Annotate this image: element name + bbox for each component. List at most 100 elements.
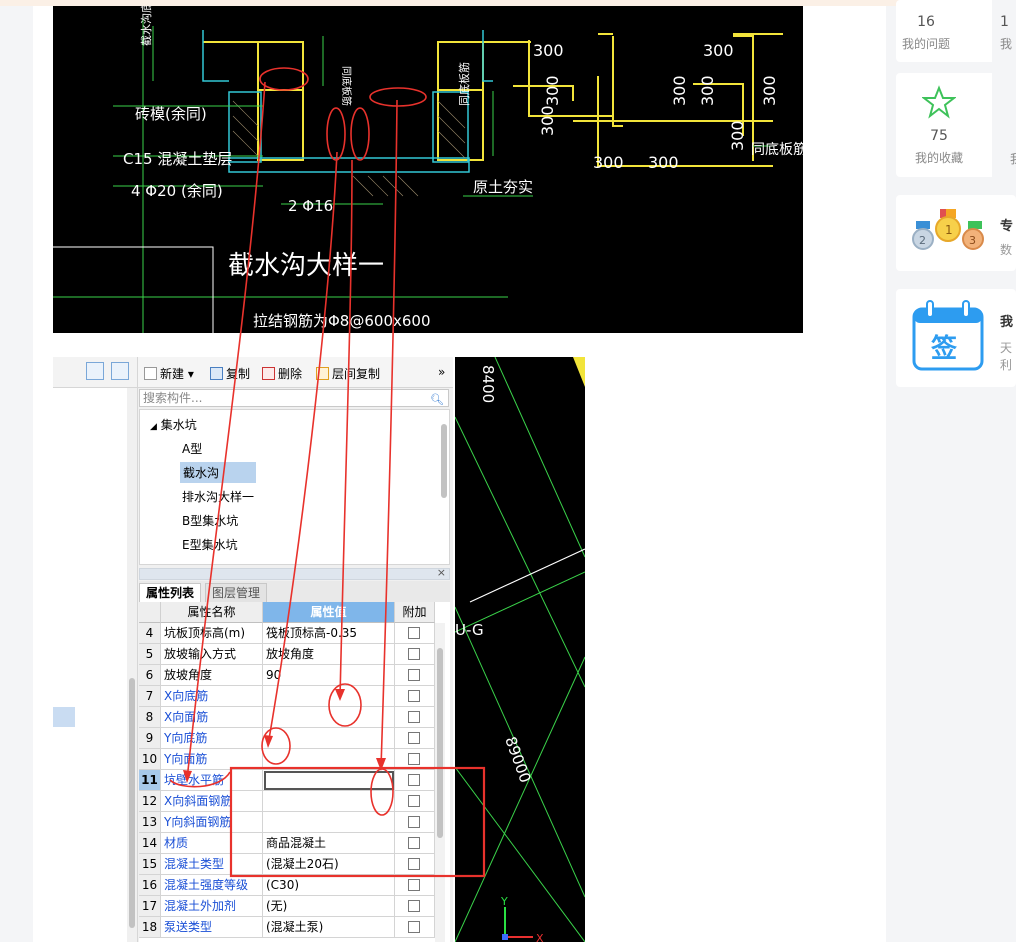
property-name: 坑板顶标高(m) xyxy=(161,623,263,644)
cad-dim-5: 300 xyxy=(543,75,562,106)
favorites-count: 75 xyxy=(930,128,948,144)
expert-card[interactable]: 2 1 3 专 数 xyxy=(896,195,1016,271)
cad-label-concrete-pad: C15 混凝土垫层 xyxy=(123,150,232,168)
property-value[interactable]: (混凝土20石) xyxy=(263,854,395,875)
attach-checkbox[interactable] xyxy=(408,921,420,933)
property-value[interactable] xyxy=(263,791,395,812)
attach-checkbox[interactable] xyxy=(408,711,420,723)
collapse-icon[interactable]: ◢ xyxy=(150,422,157,432)
calendar-sign-icon: 签 xyxy=(911,299,985,373)
card-gap xyxy=(992,73,1016,177)
search-icon[interactable]: 🔍︎ xyxy=(430,393,444,406)
tab-property-list[interactable]: 属性列表 xyxy=(139,583,202,602)
attach-checkbox[interactable] xyxy=(408,795,420,807)
cad-detail-image: 砖模(余同) C15 混凝土垫层 4 Φ20 (余同) 2 Φ16 原土夯实 截… xyxy=(53,6,803,333)
attach-checkbox[interactable] xyxy=(408,648,420,660)
grid-scroll-thumb[interactable] xyxy=(437,648,443,838)
property-value[interactable] xyxy=(263,686,395,707)
property-value[interactable]: 90 xyxy=(263,665,395,686)
property-value[interactable]: 商品混凝土 xyxy=(263,833,395,854)
attach-checkbox[interactable] xyxy=(408,669,420,681)
row-number: 14 xyxy=(139,833,161,854)
search-input[interactable]: 搜索构件... 🔍︎ xyxy=(139,389,449,407)
property-name: X向面筋 xyxy=(161,707,263,728)
property-value[interactable] xyxy=(263,707,395,728)
copy-icon xyxy=(210,367,223,380)
tree-item[interactable]: B型集水坑 xyxy=(182,514,239,528)
property-value[interactable] xyxy=(263,770,395,791)
left-scrollbar[interactable] xyxy=(127,388,137,942)
tab-layer-management[interactable]: 图层管理 xyxy=(205,583,268,602)
new-button[interactable]: 新建 ▾ xyxy=(144,365,194,382)
property-value[interactable]: (混凝土泵) xyxy=(263,917,395,938)
tree-item[interactable]: A型 xyxy=(182,442,203,456)
property-value[interactable]: (C30) xyxy=(263,875,395,896)
tree-scroll-thumb[interactable] xyxy=(441,424,447,498)
attach-checkbox[interactable] xyxy=(408,753,420,765)
fav-right-label[interactable]: 我 xyxy=(1010,150,1016,167)
cad-dim-9: 300 xyxy=(760,75,779,106)
property-value[interactable] xyxy=(263,728,395,749)
questions-label: 我的问题 xyxy=(901,37,950,51)
panel-splitter[interactable]: × xyxy=(139,566,450,580)
list-view-icon[interactable] xyxy=(86,362,104,380)
attach-checkbox[interactable] xyxy=(408,858,420,870)
tree-item[interactable]: 排水沟大样一 xyxy=(182,490,255,504)
tree-item[interactable]: E型集水坑 xyxy=(182,538,238,552)
sign-in-card[interactable]: 签 我 天 利 xyxy=(896,289,1016,387)
attach-checkbox[interactable] xyxy=(408,900,420,912)
floor-copy-button[interactable]: 层间复制 xyxy=(316,365,380,382)
axis-x-label: X xyxy=(536,932,544,942)
left-selected-item[interactable] xyxy=(53,707,75,727)
attach-checkbox[interactable] xyxy=(408,879,420,891)
grid-scrollbar[interactable] xyxy=(435,623,445,942)
left-scroll-thumb[interactable] xyxy=(129,678,135,928)
attach-checkbox[interactable] xyxy=(408,816,420,828)
tree-item-selected[interactable]: 截水沟 xyxy=(180,462,256,483)
tree-scrollbar[interactable] xyxy=(439,410,449,564)
attach-cell xyxy=(395,833,435,854)
attach-checkbox[interactable] xyxy=(408,690,420,702)
close-icon[interactable]: × xyxy=(436,566,446,579)
attach-cell xyxy=(395,707,435,728)
property-value[interactable]: 筏板顶标高-0.35 xyxy=(263,623,395,644)
property-value[interactable] xyxy=(263,749,395,770)
copy-button[interactable]: 复制 xyxy=(210,365,250,382)
top-strip xyxy=(0,0,1016,6)
delete-button[interactable]: 删除 xyxy=(262,365,302,382)
property-value[interactable]: 放坡角度 xyxy=(263,644,395,665)
left-panel xyxy=(53,357,138,942)
attach-checkbox[interactable] xyxy=(408,774,420,786)
toolbar-more-button[interactable]: » xyxy=(438,365,446,379)
attach-checkbox[interactable] xyxy=(408,732,420,744)
attach-checkbox[interactable] xyxy=(408,837,420,849)
detail-view-icon[interactable] xyxy=(111,362,129,380)
cad-label-vert-right: 同底板筋 xyxy=(457,62,471,106)
property-value[interactable]: (无) xyxy=(263,896,395,917)
attach-cell xyxy=(395,770,435,791)
attach-checkbox[interactable] xyxy=(408,627,420,639)
row-number: 16 xyxy=(139,875,161,896)
property-value[interactable] xyxy=(263,812,395,833)
row-number: 7 xyxy=(139,686,161,707)
tree-root[interactable]: ◢ 集水坑 xyxy=(150,416,197,433)
